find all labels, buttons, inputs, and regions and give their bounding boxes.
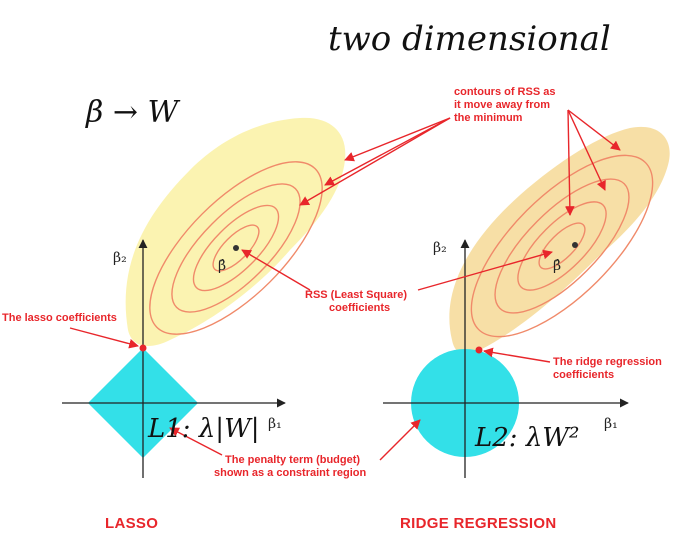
ridge-coef-label-line1: The ridge regression <box>553 356 662 368</box>
ridge-beta-hat-label: β̂ <box>553 258 561 274</box>
lasso-coef-arrow <box>69 327 139 349</box>
lasso-title: LASSO <box>105 515 158 532</box>
penalty-arrow-left <box>169 427 223 456</box>
ridge-coef-annotation: The ridge regression coefficients <box>483 347 662 381</box>
rss-arrow-left <box>241 249 311 291</box>
ridge-panel: β₂ β₁ β̂ <box>383 126 670 478</box>
lasso-coefficient-point <box>139 344 147 352</box>
contours-label-line3: the minimum <box>454 112 523 124</box>
penalty-annotation: The penalty term (budget) shown as a con… <box>169 419 421 479</box>
ridge-beta1-label: β₁ <box>604 416 618 432</box>
rss-arrow-right <box>417 249 553 291</box>
lasso-coef-label: The lasso coefficients <box>2 312 117 324</box>
contours-arrow-4 <box>564 109 575 216</box>
contours-arrow-5 <box>567 109 606 191</box>
ridge-coef-label-line2: coefficients <box>553 369 614 381</box>
ridge-coef-arrow <box>483 347 551 363</box>
contours-arrow-3 <box>299 117 451 206</box>
rss-annotation: RSS (Least Square) coefficients <box>241 249 553 314</box>
lasso-beta-hat-point <box>233 245 239 251</box>
rss-label-line1: RSS (Least Square) <box>305 289 407 301</box>
contours-arrow-2 <box>324 117 451 186</box>
rss-label-line2: coefficients <box>329 302 390 314</box>
handwritten-title: two dimensional <box>328 19 611 59</box>
contours-arrow-1 <box>344 117 451 162</box>
penalty-label-line1: The penalty term (budget) <box>225 454 360 466</box>
handwritten-beta-to-w: β → W <box>85 95 181 130</box>
contours-arrow-6 <box>567 109 621 151</box>
ridge-beta-hat-point <box>572 242 578 248</box>
handwritten-ridge-penalty: L2: λW² <box>474 423 579 453</box>
lasso-beta1-label: β₁ <box>268 416 282 432</box>
handwritten-lasso-penalty: L1: λ|W| <box>147 414 260 444</box>
contours-label-line2: it move away from <box>454 99 550 111</box>
penalty-label-line2: shown as a constraint region <box>214 467 366 479</box>
lasso-beta-hat-label: β̂ <box>218 258 226 274</box>
penalty-arrow-right <box>379 419 421 461</box>
ridge-title: RIDGE REGRESSION <box>400 515 557 532</box>
contours-annotation: contours of RSS as it move away from the… <box>299 86 621 216</box>
lasso-beta2-label: β₂ <box>113 250 127 266</box>
ridge-highlight <box>449 126 670 354</box>
ridge-coefficient-point <box>475 346 483 354</box>
contours-label-line1: contours of RSS as <box>454 86 555 98</box>
ridge-beta2-label: β₂ <box>433 240 447 256</box>
lasso-rss-contours <box>149 161 323 335</box>
lasso-coef-annotation: The lasso coefficients <box>2 312 139 349</box>
ridge-rss-contours <box>470 154 654 338</box>
